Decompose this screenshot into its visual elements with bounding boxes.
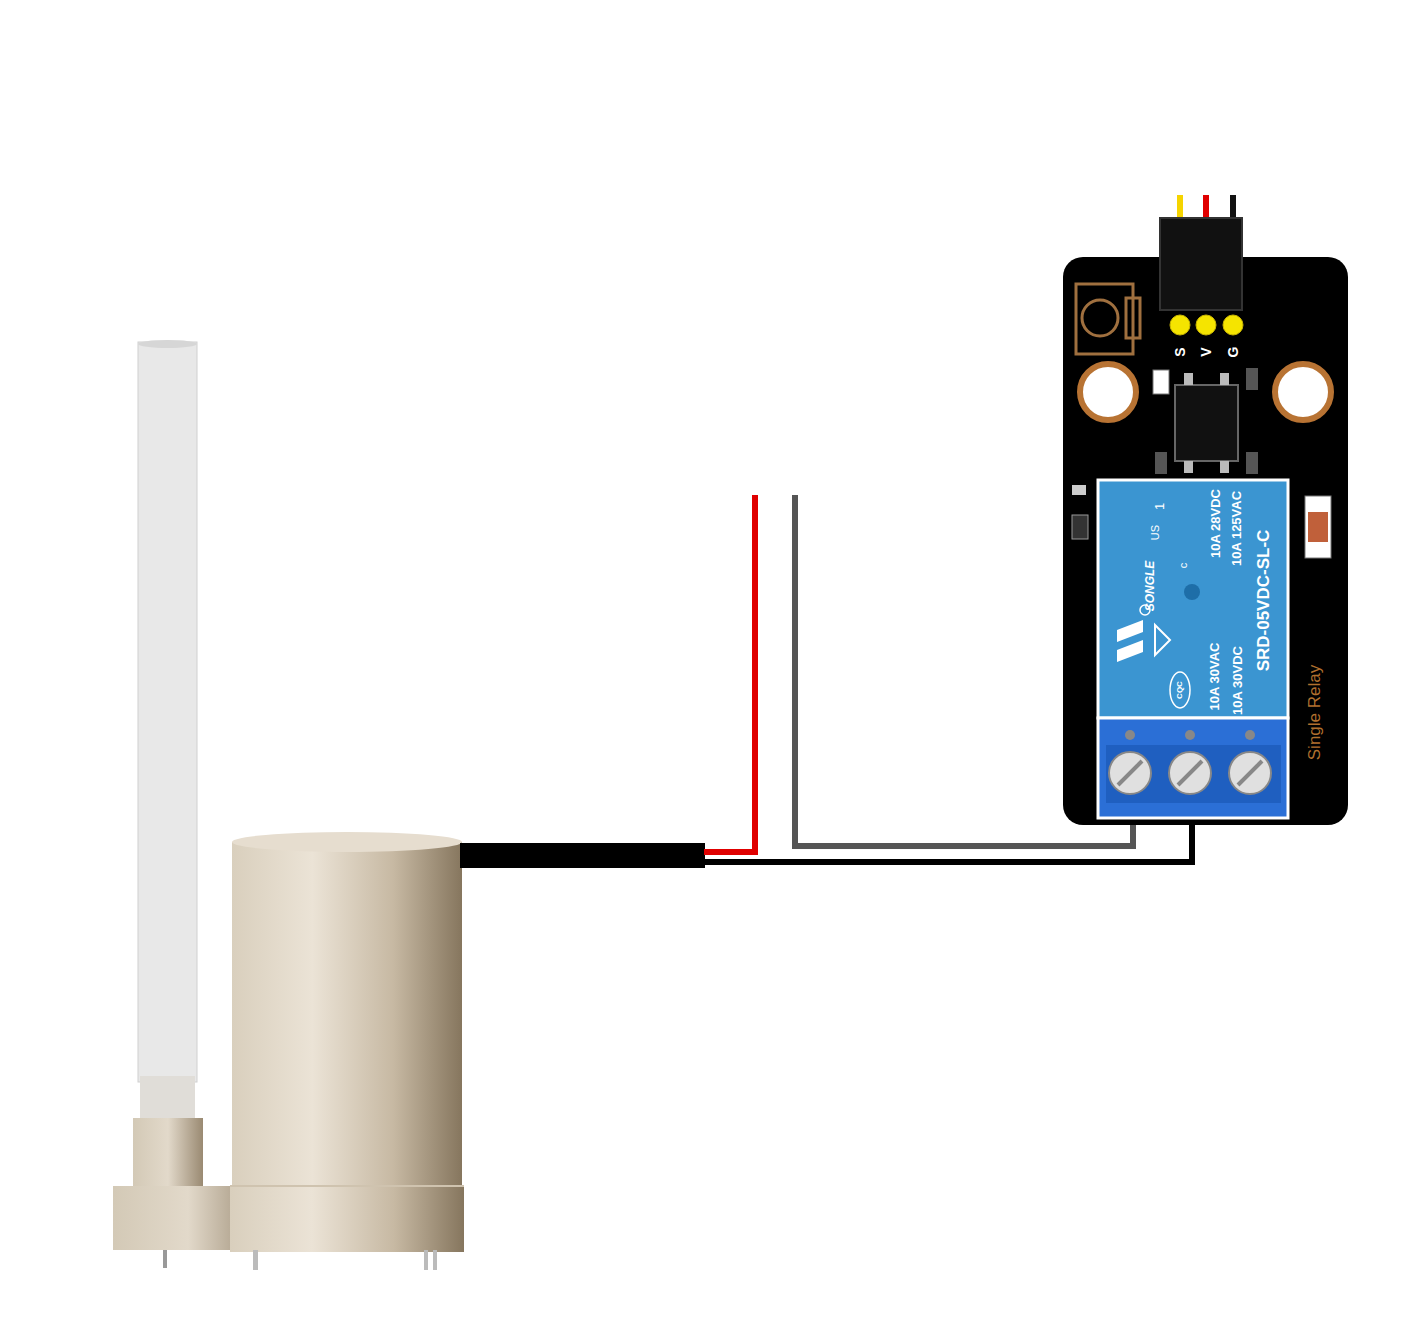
terminal-hole xyxy=(1125,730,1135,740)
transistor xyxy=(1072,515,1088,539)
chip-pad xyxy=(1184,461,1193,473)
relay-dot xyxy=(1184,584,1200,600)
pump-seam xyxy=(230,1185,464,1187)
mounting-hole xyxy=(1275,364,1331,420)
pin-name: G xyxy=(1226,347,1240,358)
pump-pin xyxy=(253,1250,258,1270)
led-body xyxy=(1308,512,1328,542)
relay-marking: CQC xyxy=(1176,681,1184,699)
pump-pin xyxy=(424,1250,428,1270)
ground-wire xyxy=(1230,195,1236,220)
relay-case xyxy=(1098,480,1288,718)
pump-outlet xyxy=(133,1118,203,1190)
smd-part xyxy=(1246,368,1258,390)
relay-brand: SONGLE xyxy=(1144,561,1156,612)
smd-part xyxy=(1155,452,1167,474)
pump-band xyxy=(230,1186,464,1252)
screws xyxy=(1109,752,1271,794)
pot-circle xyxy=(1082,300,1118,336)
pin xyxy=(1170,315,1190,335)
power-wire xyxy=(1203,195,1209,220)
board-name: Single Relay xyxy=(1306,664,1323,759)
relay-model: SRD-05VDC-SL-C xyxy=(1256,529,1273,671)
pump-pin xyxy=(163,1250,167,1268)
red-wire xyxy=(704,495,755,852)
chip-pad xyxy=(1220,373,1229,385)
smd-part xyxy=(1153,370,1169,394)
relay-board xyxy=(1063,257,1348,825)
connector-housing xyxy=(1160,218,1242,310)
cqc-mark xyxy=(1170,672,1190,708)
tube-end xyxy=(138,340,197,348)
pot-pins xyxy=(1126,298,1140,338)
chip-pad xyxy=(1220,461,1229,473)
pin-name: V xyxy=(1199,347,1213,356)
led xyxy=(1305,496,1331,558)
pin-name: S xyxy=(1173,347,1187,356)
relay-marking: 1 xyxy=(1153,502,1166,509)
relay-rating: 10A 28VDC xyxy=(1208,489,1221,558)
tube-joint xyxy=(140,1076,195,1122)
terminal-block xyxy=(1098,718,1288,818)
relay-marking: US xyxy=(1151,524,1162,539)
pin xyxy=(1223,315,1243,335)
terminal-hole xyxy=(1185,730,1195,740)
cert-mark xyxy=(1155,625,1170,655)
signal-wire xyxy=(1177,195,1183,220)
mounting-hole xyxy=(1080,364,1136,420)
terminal-recess xyxy=(1106,745,1281,803)
relay-marking: c xyxy=(1179,562,1190,568)
relay-rating: 10A 30VAC xyxy=(1208,642,1221,710)
optocoupler xyxy=(1175,385,1238,461)
pump-cable xyxy=(460,843,705,868)
relay-rating: 10A 30VDC xyxy=(1230,646,1243,715)
pot-outline xyxy=(1076,284,1133,354)
black-wire xyxy=(704,822,1192,862)
pump-top xyxy=(232,832,462,852)
relay-rating: 10A 125VAC xyxy=(1231,490,1244,565)
pump-pin xyxy=(433,1250,437,1270)
pin xyxy=(1196,315,1216,335)
tube xyxy=(138,342,197,1082)
smd-part xyxy=(1246,452,1258,474)
chip-pad xyxy=(1184,373,1193,385)
smd-part xyxy=(1072,485,1086,495)
terminal-hole xyxy=(1245,730,1255,740)
songle-logo xyxy=(1117,620,1143,662)
